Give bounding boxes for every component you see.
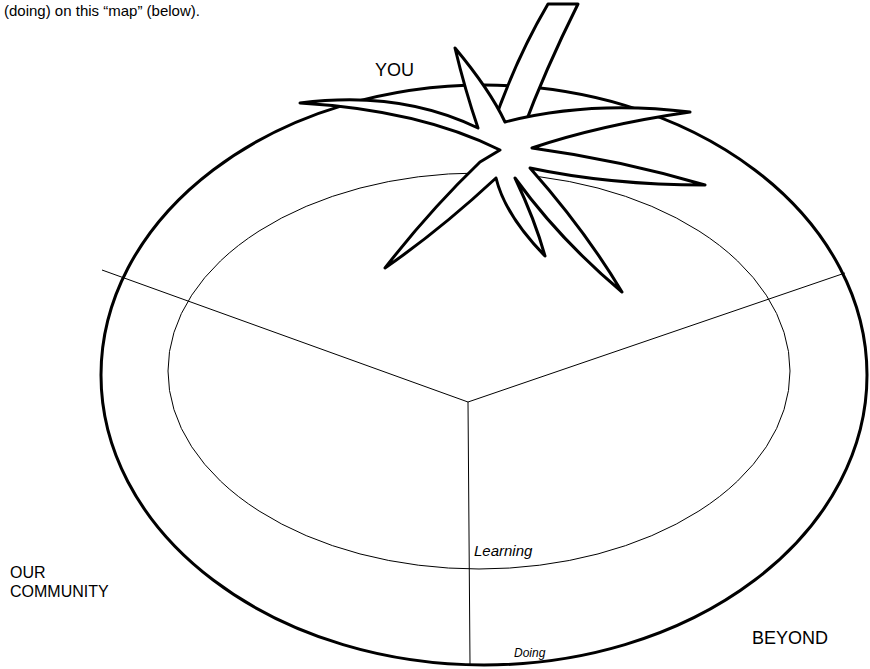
inner-ring <box>168 173 790 569</box>
region-label: OUR COMMUNITY <box>10 563 109 601</box>
region-label: YOU <box>375 60 414 82</box>
sector-line <box>468 402 470 664</box>
tomato-calyx <box>300 48 705 292</box>
ring-label: Doing <box>514 646 545 660</box>
sector-line <box>468 273 845 402</box>
ring-label: Learning <box>474 542 532 560</box>
region-label: BEYOND <box>752 628 828 650</box>
instruction-text: (doing) on this “map” (below). <box>4 2 200 20</box>
sector-line <box>102 270 468 402</box>
